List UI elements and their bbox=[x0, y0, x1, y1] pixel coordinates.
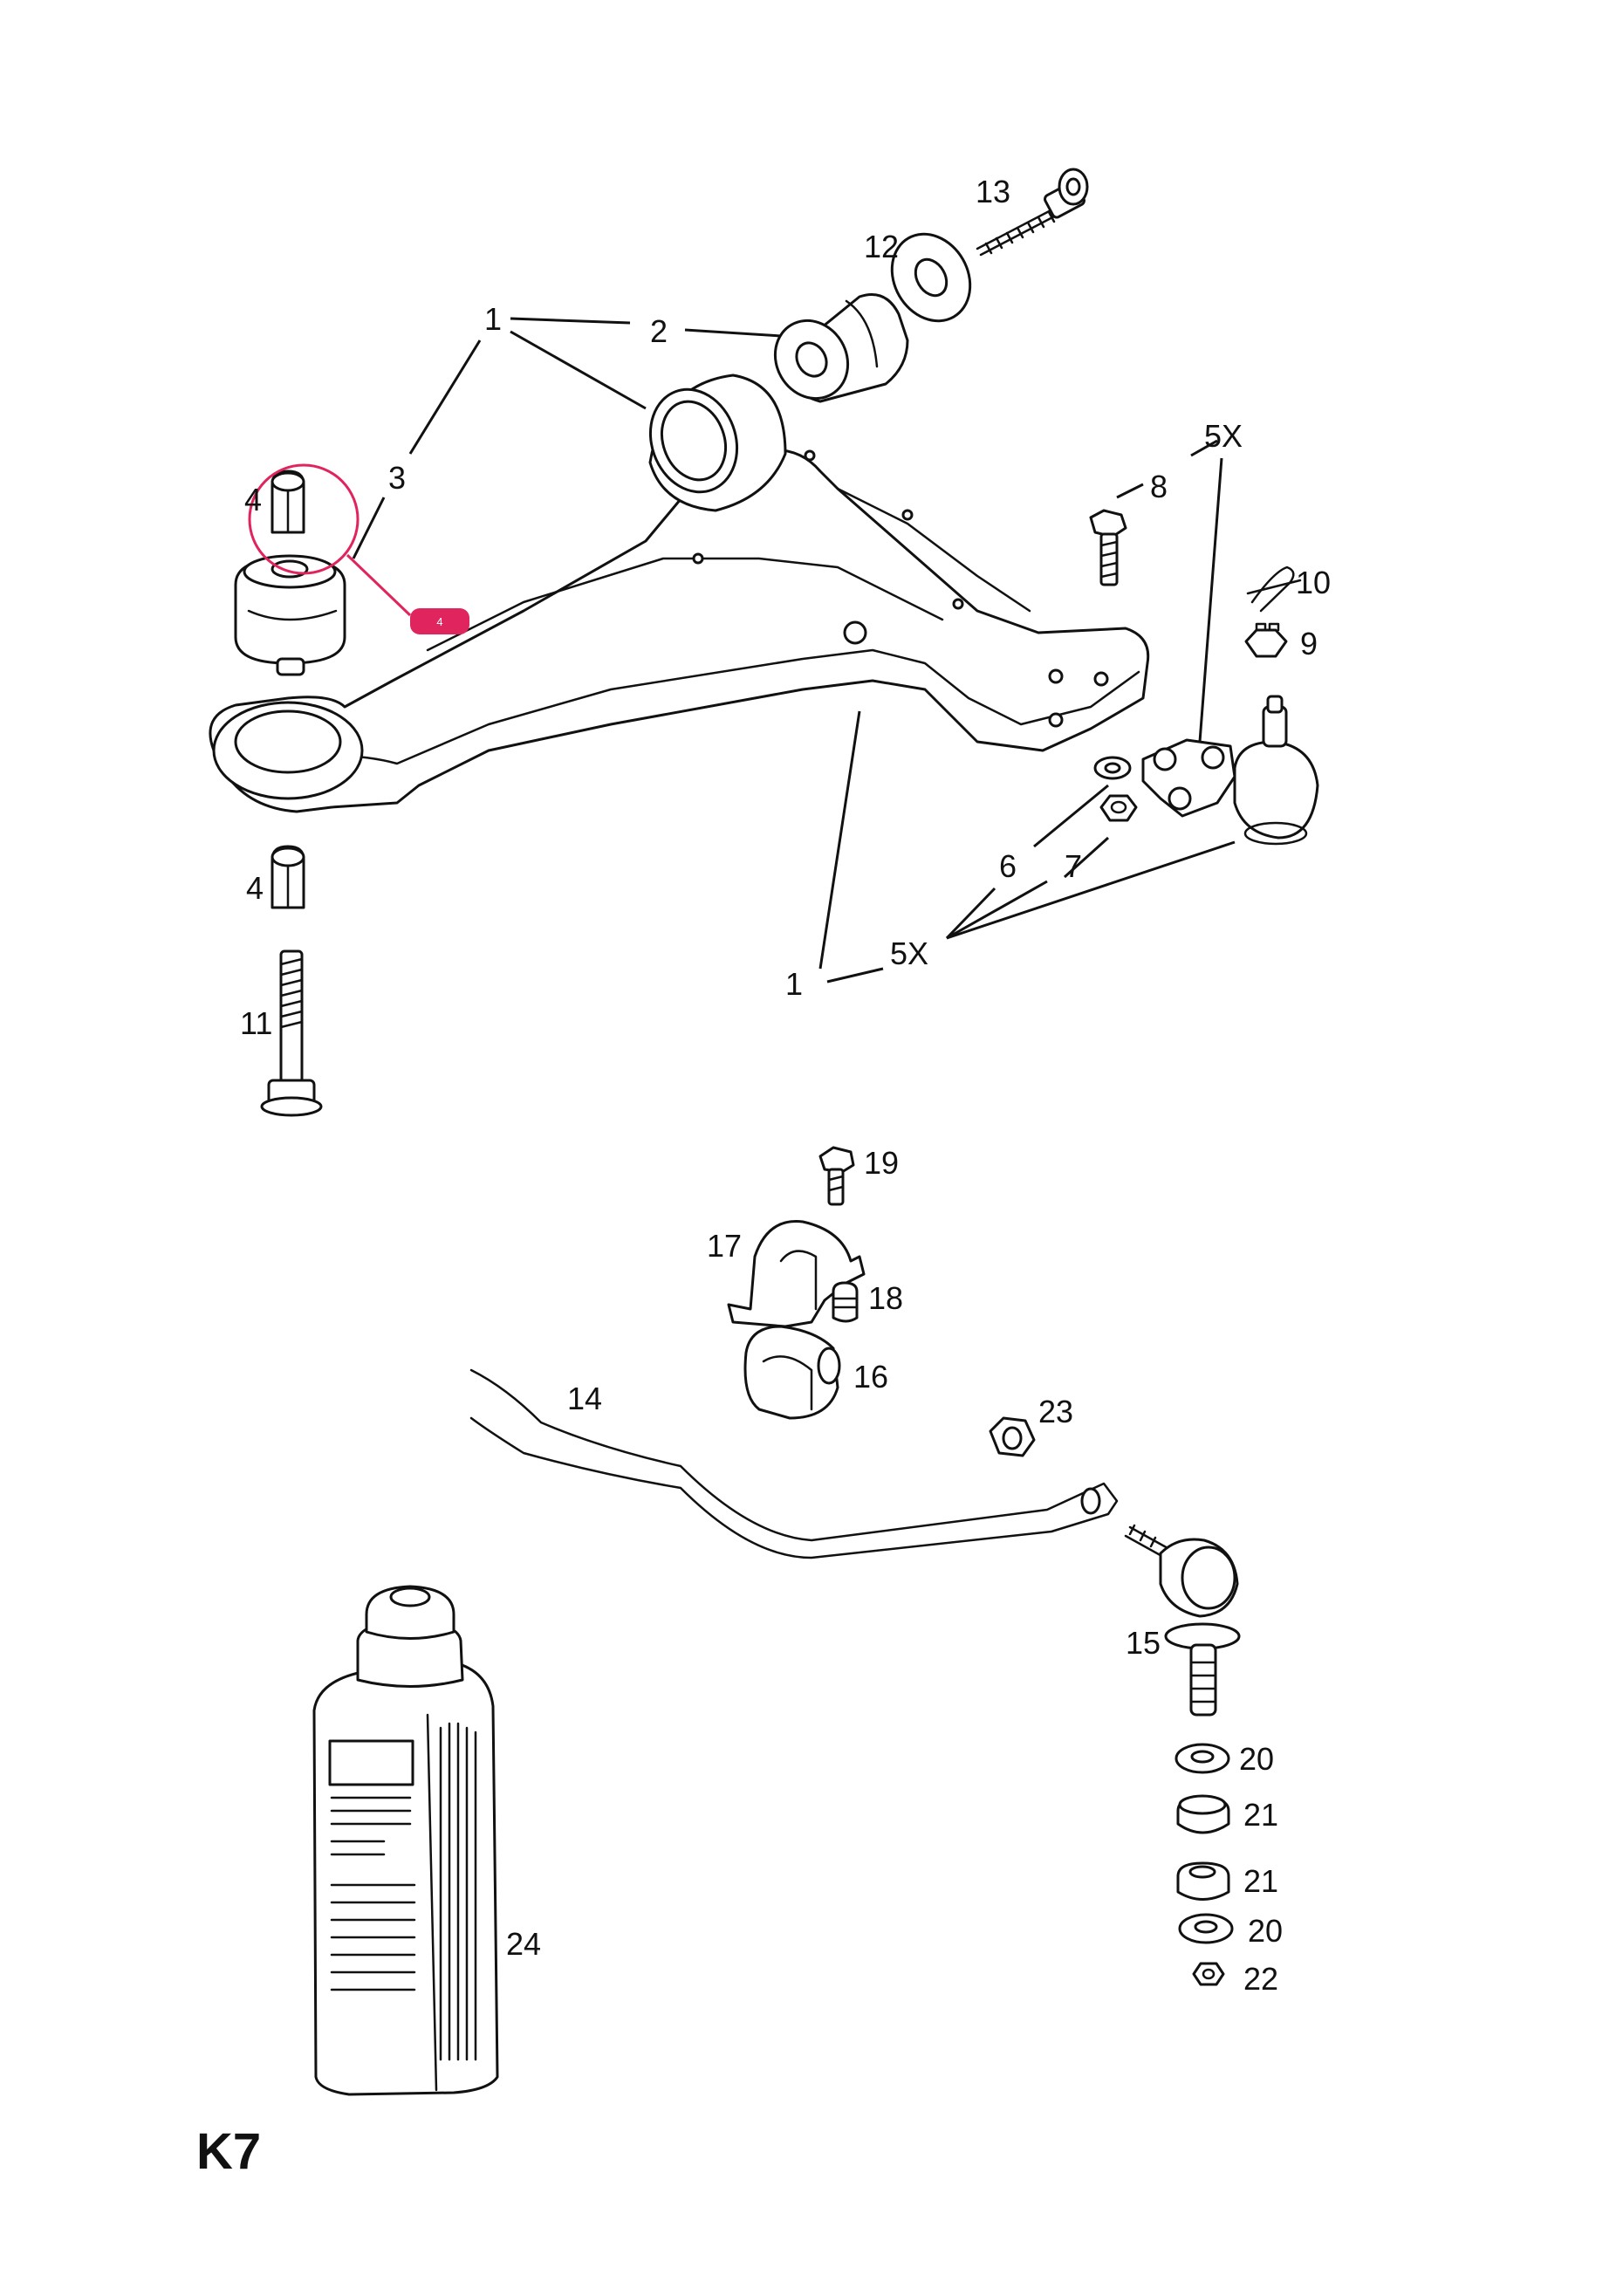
highlight-badge[interactable] bbox=[410, 608, 469, 634]
label-16: 16 bbox=[853, 1359, 888, 1395]
label-18: 18 bbox=[868, 1280, 903, 1316]
nut-22 bbox=[1192, 1962, 1225, 1986]
label-21-lower: 21 bbox=[1243, 1863, 1278, 1899]
leader-lines bbox=[352, 317, 1236, 984]
label-13: 13 bbox=[976, 174, 1010, 209]
label-9: 9 bbox=[1300, 626, 1318, 661]
label-21-upper: 21 bbox=[1243, 1797, 1278, 1833]
label-1-bottom: 1 bbox=[785, 966, 803, 1002]
cotter-pin-10 bbox=[1246, 565, 1302, 613]
nut-23 bbox=[989, 1416, 1036, 1457]
label-2: 2 bbox=[650, 313, 668, 349]
label-17: 17 bbox=[707, 1228, 742, 1264]
label-23: 23 bbox=[1038, 1394, 1073, 1429]
label-7: 7 bbox=[1065, 848, 1082, 884]
label-14: 14 bbox=[567, 1381, 602, 1416]
label-20-lower: 20 bbox=[1248, 1913, 1283, 1949]
page-code: K7 bbox=[196, 2123, 261, 2180]
bushing-16 bbox=[743, 1325, 841, 1420]
label-4-upper: 4 bbox=[244, 482, 262, 517]
label-3: 3 bbox=[388, 460, 406, 496]
label-1-top: 1 bbox=[484, 301, 502, 337]
link-15 bbox=[1124, 1524, 1241, 1717]
highlight-callout[interactable]: 4 bbox=[248, 463, 469, 634]
washer-20-lower bbox=[1178, 1913, 1234, 1944]
highlight-badge-text: 4 bbox=[436, 615, 442, 628]
bushing-3 bbox=[234, 554, 346, 676]
label-6: 6 bbox=[999, 848, 1017, 884]
nut-18 bbox=[832, 1281, 859, 1323]
bolt-8 bbox=[1089, 509, 1127, 586]
cushion-21-lower bbox=[1176, 1861, 1230, 1901]
washer-12 bbox=[890, 232, 972, 323]
ball-joint bbox=[1141, 695, 1319, 846]
bolt-13 bbox=[976, 168, 1089, 257]
washer-20-upper bbox=[1174, 1743, 1230, 1774]
bushing-2 bbox=[773, 293, 909, 403]
control-arm-1 bbox=[209, 374, 1150, 813]
label-22: 22 bbox=[1243, 1961, 1278, 1997]
label-24: 24 bbox=[506, 1926, 541, 1962]
label-5x-top: 5X bbox=[1204, 418, 1243, 454]
clamp-17 bbox=[727, 1220, 866, 1328]
castle-nut-9 bbox=[1244, 622, 1288, 658]
washer-6 bbox=[1093, 756, 1132, 780]
label-20-upper: 20 bbox=[1239, 1741, 1274, 1777]
label-4-lower: 4 bbox=[246, 870, 264, 906]
sleeve-4-upper bbox=[270, 469, 305, 534]
sleeve-4-lower bbox=[270, 845, 305, 909]
label-10: 10 bbox=[1296, 565, 1331, 600]
label-19: 19 bbox=[864, 1145, 899, 1181]
label-5x-bottom: 5X bbox=[890, 936, 928, 971]
label-12: 12 bbox=[864, 229, 899, 264]
stabilizer-bar-14 bbox=[469, 1368, 1119, 1559]
cushion-21-upper bbox=[1176, 1794, 1230, 1834]
nut-7 bbox=[1099, 794, 1138, 822]
label-15: 15 bbox=[1126, 1625, 1161, 1661]
label-8: 8 bbox=[1150, 469, 1168, 504]
bolt-11 bbox=[260, 949, 323, 1117]
label-11: 11 bbox=[240, 1005, 272, 1041]
fluid-bottle-24 bbox=[312, 1585, 499, 2096]
bolt-19 bbox=[818, 1146, 855, 1206]
part-labels: 13 12 1 2 3 4 5X 8 10 9 6 7 4 5X 1 11 19… bbox=[240, 174, 1331, 1997]
